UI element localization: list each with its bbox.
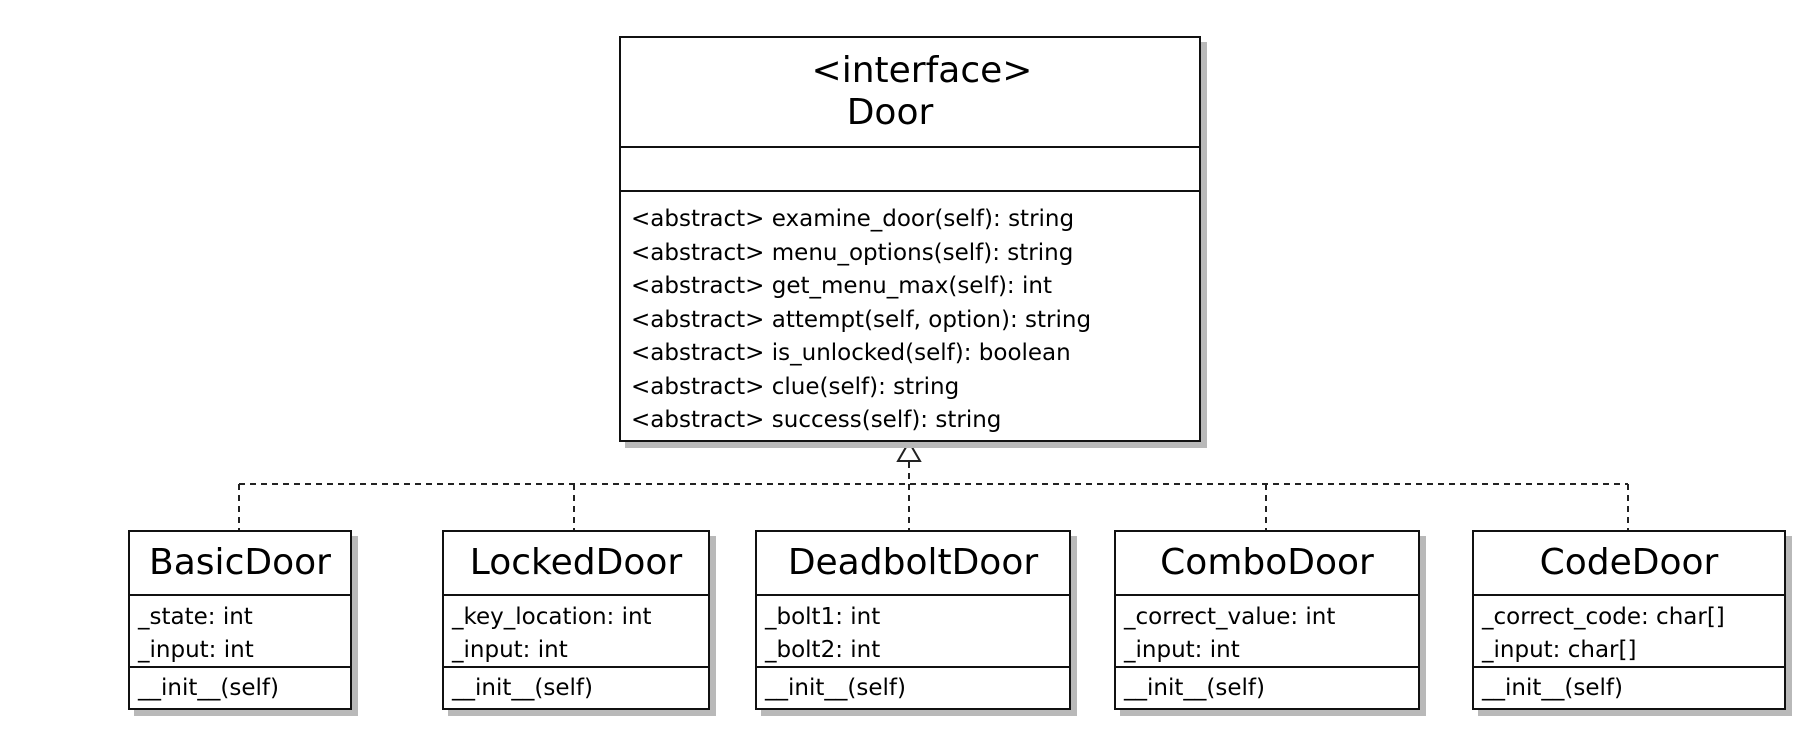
class-lockeddoor-box: LockedDoor _key_location: int _input: in… <box>442 530 710 710</box>
class-operation: __init__(self) <box>452 675 593 701</box>
interface-operation: <abstract> is_unlocked(self): boolean <box>631 340 1071 366</box>
interface-operations-section: <abstract> examine_door(self): string <a… <box>621 190 1199 438</box>
class-operations-section: __init__(self) <box>130 666 350 708</box>
class-attribute: _correct_value: int <box>1124 604 1336 630</box>
class-attributes-section: _state: int _input: int <box>130 594 350 666</box>
class-name: BasicDoor <box>149 542 331 583</box>
class-operation: __init__(self) <box>1482 675 1623 701</box>
interface-operation: <abstract> success(self): string <box>631 407 1002 433</box>
interface-operation: <abstract> attempt(self, option): string <box>631 306 1092 333</box>
class-combodoor-box: ComboDoor _correct_value: int _input: in… <box>1114 530 1420 710</box>
class-basicdoor-box: BasicDoor _state: int _input: int __init… <box>128 530 352 710</box>
interface-attributes-section <box>621 146 1199 190</box>
class-attribute: _input: int <box>138 637 254 663</box>
class-attribute: _input: int <box>1124 637 1240 663</box>
interface-door-box: <interface> Door <abstract> examine_door… <box>619 36 1201 442</box>
class-attribute: _input: char[] <box>1482 637 1637 663</box>
class-attribute: _bolt1: int <box>765 604 881 630</box>
interface-operation: <abstract> get_menu_max(self): int <box>631 273 1052 299</box>
class-operations-section: __init__(self) <box>1116 666 1418 708</box>
class-attributes-section: _correct_value: int _input: int <box>1116 594 1418 666</box>
class-name: LockedDoor <box>469 542 683 583</box>
class-operations-section: __init__(self) <box>1474 666 1784 708</box>
class-operations-section: __init__(self) <box>757 666 1069 708</box>
class-codedoor-box: CodeDoor _correct_code: char[] _input: c… <box>1472 530 1786 710</box>
class-name: CodeDoor <box>1539 542 1719 583</box>
class-attribute: _input: int <box>452 637 568 663</box>
class-operation: __init__(self) <box>1124 675 1265 701</box>
class-operation: __init__(self) <box>138 675 279 701</box>
class-attribute: _key_location: int <box>452 604 652 630</box>
class-attribute: _bolt2: int <box>765 637 881 663</box>
class-attributes-section: _key_location: int _input: int <box>444 594 708 666</box>
interface-stereotype: <interface> <box>811 50 1033 91</box>
class-name: DeadboltDoor <box>787 542 1039 583</box>
class-operations-section: __init__(self) <box>444 666 708 708</box>
interface-operation: <abstract> menu_options(self): string <box>631 239 1074 266</box>
class-attributes-section: _bolt1: int _bolt2: int <box>757 594 1069 666</box>
class-attribute: _correct_code: char[] <box>1482 604 1725 630</box>
class-attribute: _state: int <box>138 604 253 630</box>
interface-operation: <abstract> examine_door(self): string <box>631 206 1075 232</box>
class-name: ComboDoor <box>1160 542 1374 583</box>
interface-name: Door <box>846 92 934 133</box>
class-attributes-section: _correct_code: char[] _input: char[] <box>1474 594 1784 666</box>
interface-name-section: <interface> Door <box>621 38 1199 146</box>
interface-operation: <abstract> clue(self): string <box>631 373 960 400</box>
class-operation: __init__(self) <box>765 675 906 701</box>
realization-arrowhead <box>896 440 922 462</box>
class-deadboltdoor-box: DeadboltDoor _bolt1: int _bolt2: int __i… <box>755 530 1071 710</box>
